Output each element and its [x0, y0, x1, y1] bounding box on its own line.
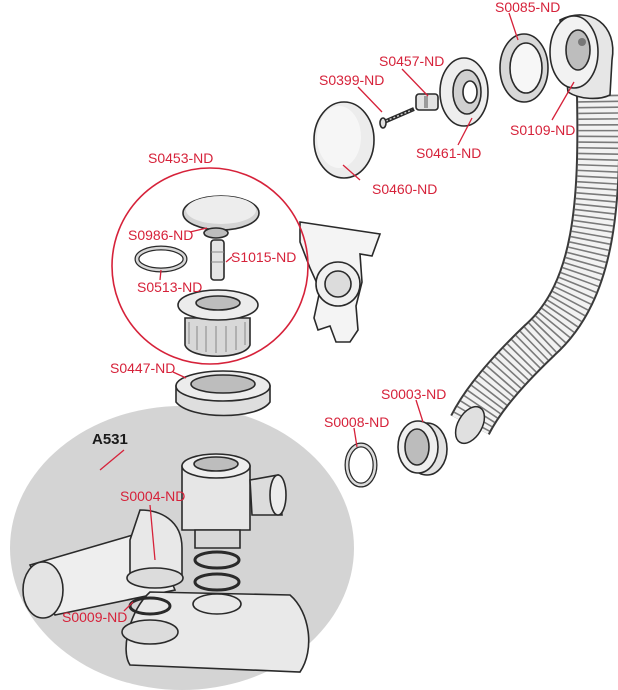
- label-s0085: S0085-ND: [495, 0, 560, 15]
- seal-ring: [134, 245, 188, 273]
- overflow-cover: [313, 101, 375, 179]
- label-s0399: S0399-ND: [319, 72, 384, 88]
- label-s0453: S0453-ND: [148, 150, 213, 166]
- overflow-gasket: [499, 33, 549, 103]
- label-s0513: S0513-ND: [137, 279, 202, 295]
- flexible-hose: [450, 94, 618, 445]
- label-s0460: S0460-ND: [372, 181, 437, 197]
- drain-nut: [175, 370, 271, 417]
- label-s0986: S0986-ND: [128, 227, 193, 243]
- label-s0457: S0457-ND: [379, 53, 444, 69]
- kit-label: A531: [92, 431, 128, 448]
- label-s0447: S0447-ND: [110, 360, 175, 376]
- overflow-ring: [439, 57, 489, 127]
- drain-body: [177, 289, 259, 358]
- plug-cap: [182, 195, 260, 239]
- label-s0003: S0003-ND: [381, 386, 446, 402]
- label-s0461: S0461-ND: [416, 145, 481, 161]
- overflow-body: [549, 14, 614, 100]
- union-ring: [344, 442, 378, 488]
- label-s0109: S0109-ND: [510, 122, 575, 138]
- waste-set-highlight-circle: [111, 167, 309, 365]
- label-s0008: S0008-ND: [324, 414, 389, 430]
- union-nut: [397, 420, 448, 476]
- installation-key: [299, 221, 382, 343]
- plug-mechanism: [210, 239, 225, 281]
- leader-lines: [99, 12, 575, 612]
- label-s0004: S0004-ND: [120, 488, 185, 504]
- trap-assembly: [22, 453, 310, 673]
- overflow-screw: [379, 107, 415, 129]
- part-labels: S0085-ND S0457-ND S0399-ND S0109-ND S046…: [62, 0, 575, 625]
- label-s0009: S0009-ND: [62, 609, 127, 625]
- overflow-connector: [415, 93, 439, 111]
- label-s1015: S1015-ND: [231, 249, 296, 265]
